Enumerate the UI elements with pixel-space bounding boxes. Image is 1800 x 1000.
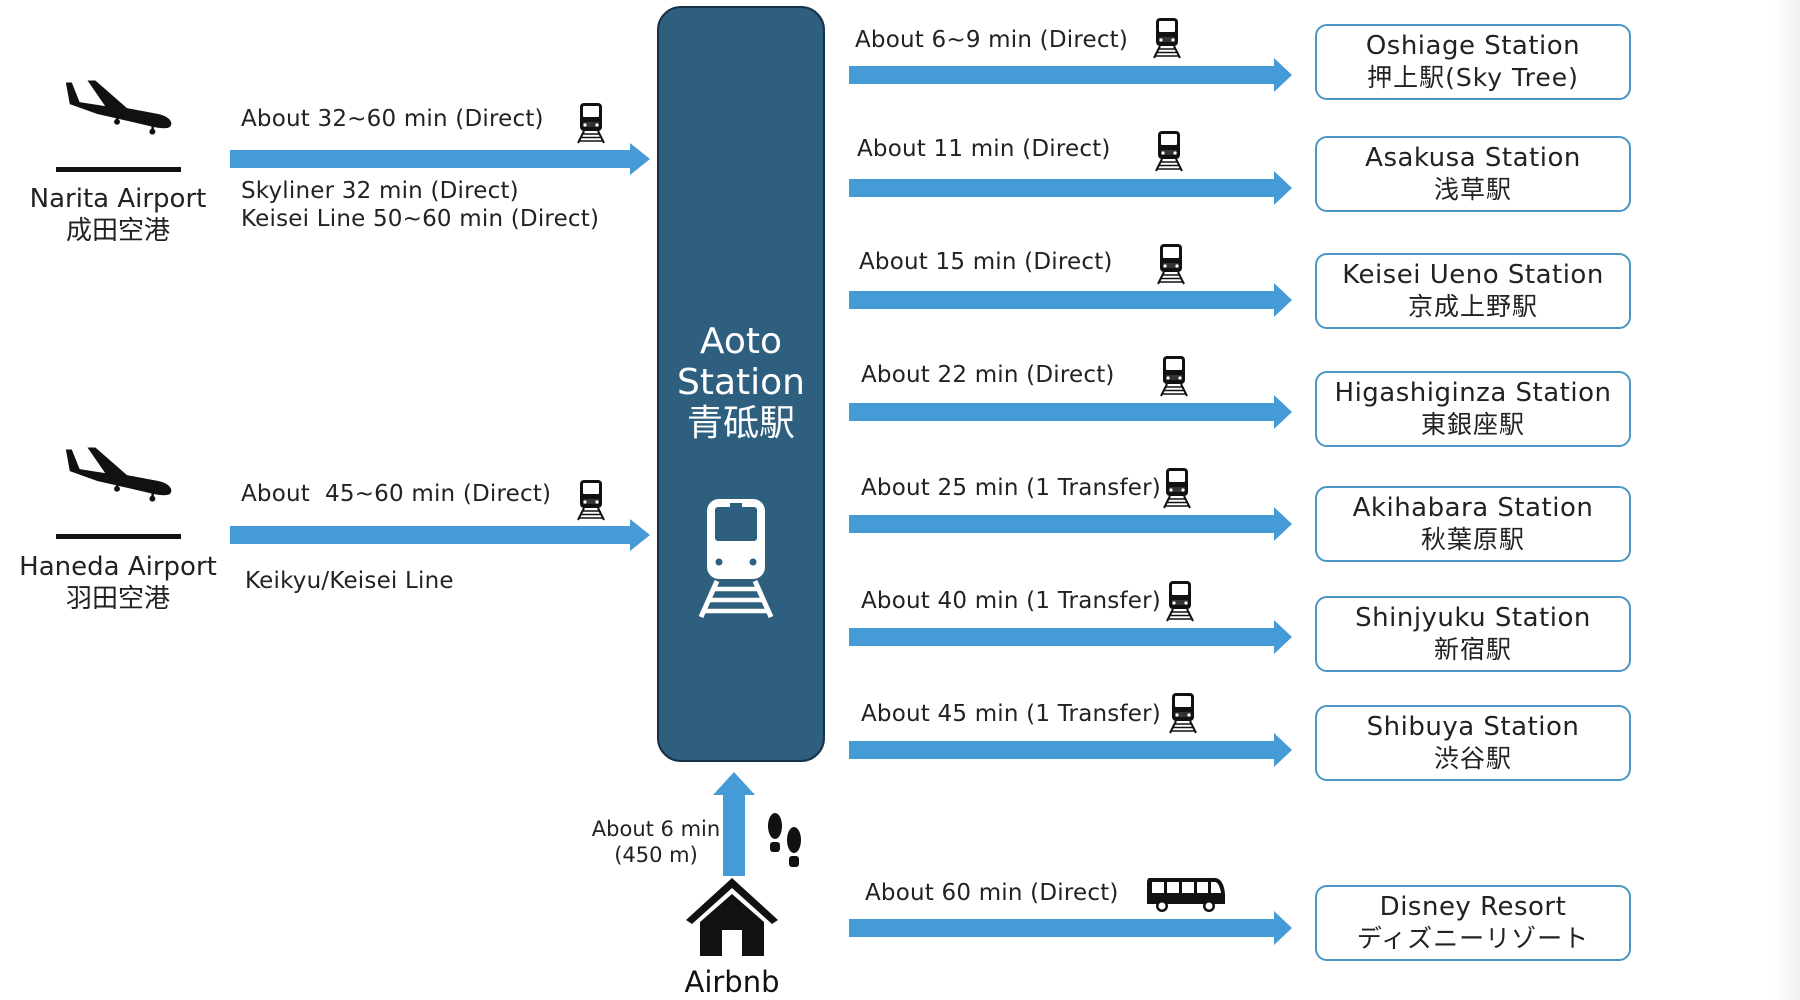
route-time-label: About 11 min (Direct) [857, 136, 1111, 162]
airport-name-ja: 成田空港 [65, 216, 170, 246]
route-detail-line: Skyliner 32 min (Direct) [241, 178, 519, 204]
train-icon [1163, 467, 1191, 509]
destination-name-ja: 新宿駅 [1433, 635, 1512, 664]
destination-name-ja: 京成上野駅 [1407, 292, 1538, 321]
destination-akihabara: Akihabara Station 秋葉原駅 [1315, 486, 1631, 562]
train-icon [1153, 17, 1181, 59]
bus-icon [1145, 876, 1227, 914]
airport-name-en: Narita Airport [29, 184, 207, 214]
destination-asakusa: Asakusa Station 浅草駅 [1315, 136, 1631, 212]
route-time-label: About 40 min (1 Transfer) [861, 588, 1161, 614]
airplane-landing-icon [58, 447, 176, 509]
route-time-label: About 32~60 min (Direct) [241, 106, 544, 132]
destination-name-ja: 渋谷駅 [1433, 744, 1512, 773]
route-arrow [849, 58, 1292, 92]
right-edge-shade [1774, 0, 1800, 1000]
destination-name-en: Keisei Ueno Station [1342, 260, 1604, 290]
train-icon [1157, 243, 1185, 285]
runway-line [56, 534, 181, 539]
route-arrow [849, 171, 1292, 205]
destination-name-en: Akihabara Station [1352, 493, 1594, 523]
train-icon [577, 102, 605, 144]
walk-time-label: About 6 min (450 m) [586, 816, 726, 868]
route-arrow [849, 620, 1292, 654]
route-detail-line: Keikyu/Keisei Line [245, 568, 454, 594]
walk-time: About 6 min [591, 817, 721, 841]
walk-arrow [713, 772, 755, 876]
destination-name-ja: 秋葉原駅 [1420, 525, 1525, 554]
hub-name-line2: Station [677, 362, 805, 403]
runway-line [56, 167, 181, 172]
destination-name-en: Shinjyuku Station [1355, 603, 1591, 633]
airport-name-en: Haneda Airport [19, 552, 217, 582]
route-time-label: About 60 min (Direct) [865, 880, 1119, 906]
route-arrow [230, 143, 650, 175]
hub-name-en: Aoto Station 青砥駅 [659, 321, 823, 444]
destination-keisei-ueno: Keisei Ueno Station 京成上野駅 [1315, 253, 1631, 329]
destination-higashiginza: Higashiginza Station 東銀座駅 [1315, 371, 1631, 447]
route-arrow [849, 911, 1292, 945]
destination-shinjyuku: Shinjyuku Station 新宿駅 [1315, 596, 1631, 672]
destination-oshiage: Oshiage Station 押上駅(Sky Tree) [1315, 24, 1631, 100]
destination-shibuya: Shibuya Station 渋谷駅 [1315, 705, 1631, 781]
destination-disney-resort: Disney Resort ディズニーリゾート [1315, 885, 1631, 961]
origin-label: Airbnb [684, 965, 780, 999]
train-icon [1169, 692, 1197, 734]
destination-name-en: Oshiage Station [1365, 31, 1581, 61]
train-icon [1155, 130, 1183, 172]
route-time-label: About 15 min (Direct) [859, 249, 1113, 275]
destination-name-en: Asakusa Station [1365, 143, 1581, 173]
train-icon [577, 479, 605, 521]
route-arrow [849, 733, 1292, 767]
route-arrow [849, 395, 1292, 429]
hub-name-line1: Aoto [699, 321, 783, 362]
walk-distance: (450 m) [614, 843, 698, 867]
train-icon [698, 499, 774, 619]
destination-name-ja: 東銀座駅 [1420, 410, 1525, 439]
route-detail-line: Keisei Line 50~60 min (Direct) [241, 206, 600, 232]
train-icon [1166, 580, 1194, 622]
destination-name-ja: 浅草駅 [1433, 175, 1512, 204]
destination-name-en: Disney Resort [1379, 892, 1567, 922]
house-icon [686, 878, 778, 956]
airport-name: Narita Airport 成田空港 [8, 183, 228, 247]
route-arrow [849, 507, 1292, 541]
route-time-label: About 45~60 min (Direct) [241, 481, 552, 507]
destination-name-en: Higashiginza Station [1334, 378, 1612, 408]
route-time-label: About 6~9 min (Direct) [855, 27, 1129, 53]
route-arrow [230, 519, 650, 551]
hub-station-aoto: Aoto Station 青砥駅 [657, 6, 825, 762]
route-arrow [849, 283, 1292, 317]
destination-name-ja: ディズニーリゾート [1356, 924, 1590, 953]
train-icon [1160, 355, 1188, 397]
hub-name-ja: 青砥駅 [686, 403, 795, 444]
route-time-label: About 25 min (1 Transfer) [861, 475, 1161, 501]
destination-name-ja: 押上駅(Sky Tree) [1367, 63, 1579, 92]
route-time-label: About 45 min (1 Transfer) [861, 701, 1161, 727]
airplane-landing-icon [58, 80, 176, 142]
airport-name: Haneda Airport 羽田空港 [8, 551, 228, 615]
footprints-icon [768, 813, 801, 867]
destination-name-en: Shibuya Station [1366, 712, 1580, 742]
route-time-label: About 22 min (Direct) [861, 362, 1115, 388]
airport-name-ja: 羽田空港 [65, 584, 170, 614]
